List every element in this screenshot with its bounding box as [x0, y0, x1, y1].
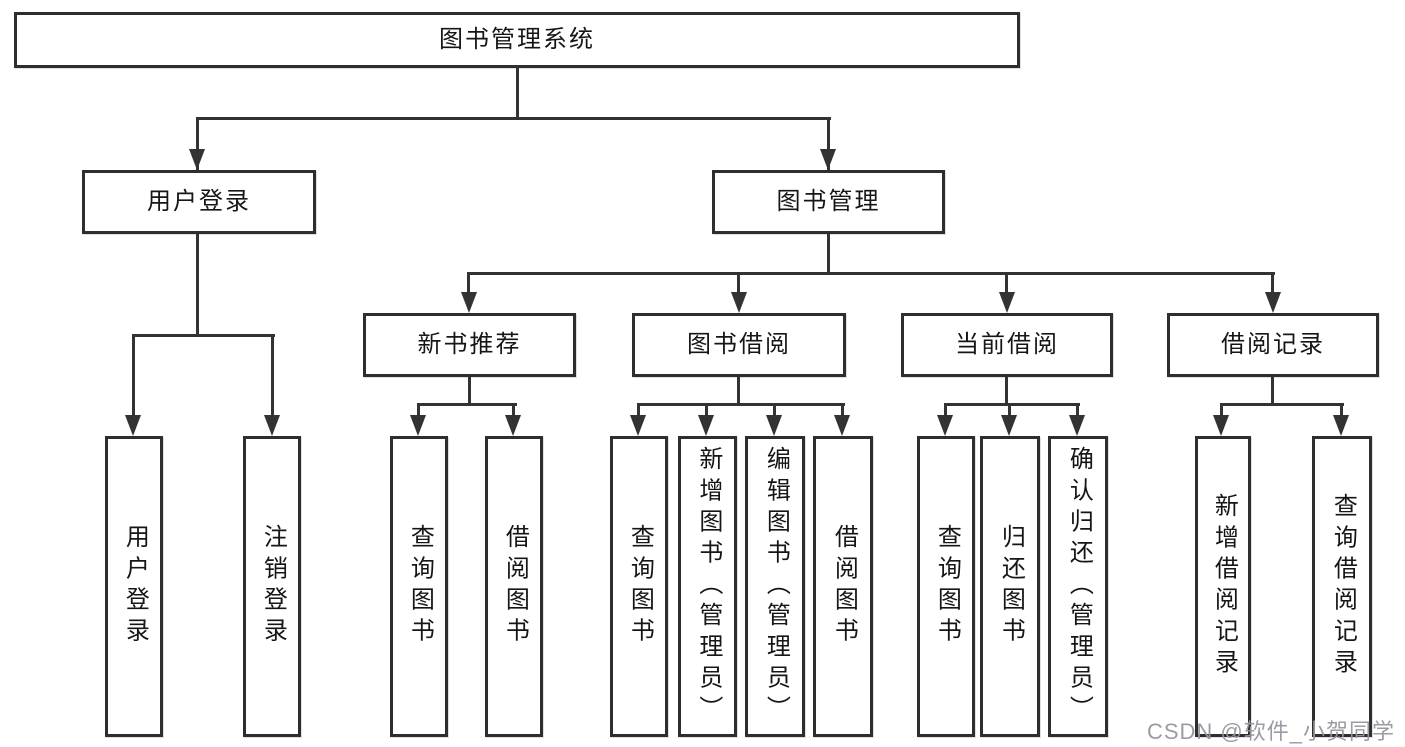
arrow-down-icon [698, 415, 714, 436]
connector-line [271, 334, 274, 418]
node-book-management-label: 图书管理 [776, 187, 881, 215]
arrow-down-icon [999, 292, 1015, 313]
watermark-text: CSDN @软件_小贺同学 [1146, 719, 1395, 744]
leaf-edit-book-admin-label: 编辑图书（管理员） [762, 446, 790, 727]
node-book-management: 图书管理 [712, 170, 945, 234]
node-user-login-label: 用户登录 [147, 187, 251, 215]
leaf-query-borrow-record: 查询借阅记录 [1312, 436, 1372, 737]
leaf-query-borrow-record-label: 查询借阅记录 [1329, 492, 1357, 681]
arrow-down-icon [264, 415, 280, 436]
arrow-down-icon [1069, 415, 1085, 436]
leaf-add-borrow-record-label: 新增借阅记录 [1210, 492, 1238, 681]
connector-line [1005, 377, 1008, 406]
leaf-borrow-books-borrowing: 借阅图书 [813, 436, 873, 737]
connector-line [1271, 377, 1274, 406]
connector-line [512, 403, 515, 418]
arrow-down-icon [834, 415, 850, 436]
leaf-return-books-label: 归还图书 [997, 524, 1025, 649]
leaf-borrow-books-recommend: 借阅图书 [485, 436, 543, 737]
leaf-confirm-return-admin: 确认归还（管理员） [1048, 436, 1108, 737]
connector-line [1340, 403, 1343, 418]
arrow-down-icon [461, 292, 477, 313]
arrow-down-icon [505, 415, 521, 436]
node-library-management-system: 图书管理系统 [14, 12, 1020, 68]
connector-line [1220, 403, 1344, 406]
connector-line [705, 403, 708, 418]
connector-line [132, 334, 135, 418]
connector-line [468, 377, 471, 406]
leaf-query-books-borrowing: 查询图书 [610, 436, 668, 737]
node-book-borrowing-label: 图书借阅 [687, 330, 791, 358]
connector-line [417, 403, 420, 418]
connector-line [1008, 403, 1011, 418]
leaf-user-login: 用户登录 [105, 436, 163, 737]
leaf-add-book-admin-label: 新增图书（管理员） [694, 446, 722, 727]
leaf-query-books-borrowing-label: 查询图书 [626, 524, 654, 649]
node-new-book-recommendation: 新书推荐 [363, 313, 576, 377]
leaf-add-borrow-record: 新增借阅记录 [1195, 436, 1251, 737]
connector-line [841, 403, 844, 418]
connector-line [467, 272, 1275, 275]
connector-line [944, 403, 947, 418]
arrow-down-icon [937, 415, 953, 436]
connector-line [637, 403, 640, 418]
node-book-borrowing: 图书借阅 [632, 313, 846, 377]
connector-line [773, 403, 776, 418]
node-library-management-system-label: 图书管理系统 [439, 25, 595, 53]
arrow-down-icon [766, 415, 782, 436]
node-borrowing-records-label: 借阅记录 [1221, 330, 1325, 358]
leaf-borrow-books-borrowing-label: 借阅图书 [830, 524, 858, 649]
arrow-down-icon [1265, 292, 1281, 313]
arrow-down-icon [1213, 415, 1229, 436]
leaf-add-book-admin: 新增图书（管理员） [678, 436, 737, 737]
leaf-logout-login-label: 注销登录 [259, 524, 287, 649]
arrow-down-icon [189, 149, 205, 170]
leaf-borrow-books-recommend-label: 借阅图书 [501, 524, 529, 649]
leaf-query-books-current: 查询图书 [917, 436, 975, 737]
node-user-login: 用户登录 [82, 170, 316, 234]
leaf-return-books: 归还图书 [980, 436, 1040, 737]
connector-line [944, 403, 1080, 406]
arrow-down-icon [125, 415, 141, 436]
node-borrowing-records: 借阅记录 [1167, 313, 1379, 377]
arrow-down-icon [630, 415, 646, 436]
connector-line [516, 66, 519, 120]
connector-line [1271, 272, 1274, 298]
leaf-query-books-current-label: 查询图书 [933, 524, 961, 649]
arrow-down-icon [820, 149, 836, 170]
connector-line [1076, 403, 1079, 418]
connector-line [827, 117, 830, 170]
leaf-edit-book-admin: 编辑图书（管理员） [745, 436, 805, 737]
arrow-down-icon [410, 415, 426, 436]
leaf-logout-login: 注销登录 [243, 436, 301, 737]
connector-line [196, 117, 199, 170]
connector-line [737, 377, 740, 406]
connector-line [737, 272, 740, 298]
leaf-confirm-return-admin-label: 确认归还（管理员） [1065, 446, 1093, 727]
connector-line [637, 403, 845, 406]
connector-line [827, 234, 830, 275]
connector-line [196, 117, 831, 120]
node-new-book-recommendation-label: 新书推荐 [417, 330, 522, 358]
node-current-borrowing-label: 当前借阅 [955, 330, 1059, 358]
arrow-down-icon [731, 292, 747, 313]
leaf-user-login-label: 用户登录 [121, 524, 149, 649]
arrow-down-icon [1001, 415, 1017, 436]
connector-line [132, 334, 275, 337]
connector-line [1005, 272, 1008, 298]
arrow-down-icon [1333, 415, 1349, 436]
leaf-query-books-recommend: 查询图书 [390, 436, 448, 737]
leaf-query-books-recommend-label: 查询图书 [406, 524, 434, 649]
connector-line [1220, 403, 1223, 418]
connector-line [467, 272, 470, 298]
node-current-borrowing: 当前借阅 [901, 313, 1113, 377]
connector-line [417, 403, 517, 406]
connector-line [196, 234, 199, 337]
